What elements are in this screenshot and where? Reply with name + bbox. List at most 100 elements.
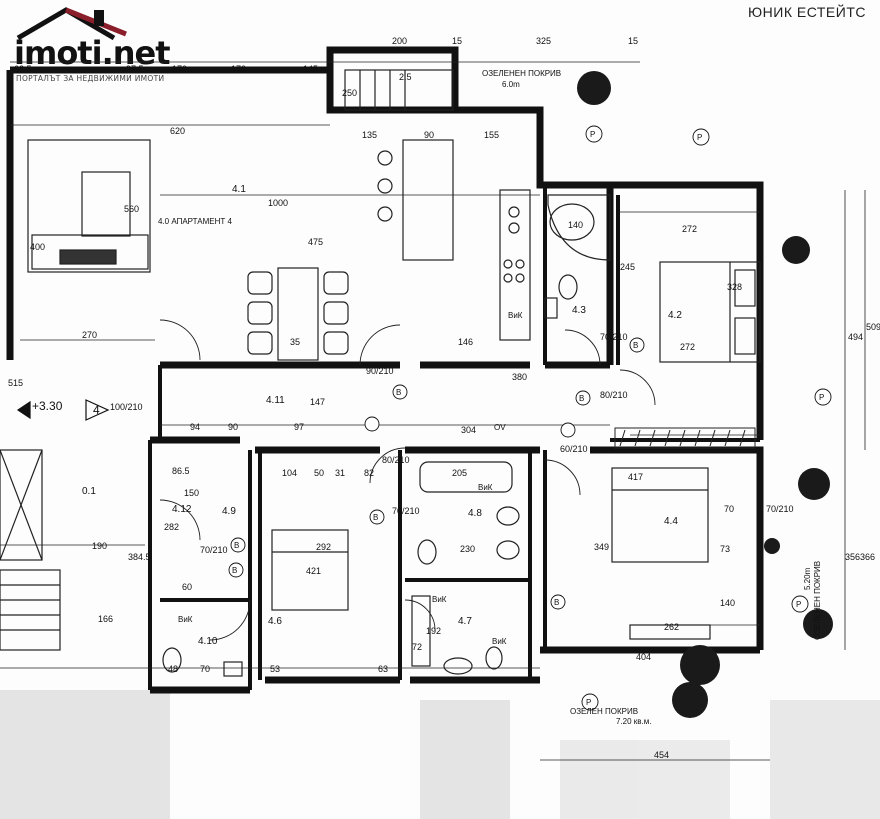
room-4-9: 4.9 xyxy=(222,506,236,517)
dim-147: 147 xyxy=(310,397,325,407)
dim-48: 48 xyxy=(168,664,178,674)
dim-292: 292 xyxy=(316,542,331,552)
stair-core xyxy=(0,69,454,651)
agency-watermark: ЮНИК ЕСТЕЙТС xyxy=(748,4,866,20)
dim-70: 70 xyxy=(724,504,734,514)
green-roof-top: ОЗЕЛЕНЕН ПОКРИВ xyxy=(482,69,561,78)
imoti-logo: imoti.net ПОРТАЛЪТ ЗА НЕДВИЖИМИ ИМОТИ xyxy=(6,4,206,94)
dim-146: 146 xyxy=(458,337,473,347)
dim-282: 282 xyxy=(164,522,179,532)
dim-94: 94 xyxy=(190,422,200,432)
wc-label-3: ВиК xyxy=(432,595,447,604)
dim-top-200: 200 xyxy=(392,36,407,46)
room-4-2: 4.2 xyxy=(668,310,682,321)
dim-245: 245 xyxy=(620,262,635,272)
dim-620: 620 xyxy=(170,126,185,136)
door-size-60-210: 60/210 xyxy=(560,444,588,454)
dim-73: 73 xyxy=(720,544,730,554)
dim-304: 304 xyxy=(461,425,476,435)
room-4-8: 4.8 xyxy=(468,508,482,519)
dim-top-170: 170 xyxy=(172,64,187,74)
elevation-markers xyxy=(581,125,832,711)
dim-328: 328 xyxy=(727,282,742,292)
door-tag-b6: B xyxy=(232,566,237,575)
dim-35: 35 xyxy=(290,337,300,347)
section-marker: 4 xyxy=(93,403,100,417)
room-4-1: 4.1 xyxy=(232,184,246,195)
dim-560: 560 xyxy=(124,204,139,214)
door-size-100-210: 100/210 xyxy=(110,402,143,412)
dim-top-325: 325 xyxy=(536,36,551,46)
dim-417: 417 xyxy=(628,472,643,482)
dim-135: 135 xyxy=(362,130,377,140)
dim-72: 72 xyxy=(412,642,422,652)
logo-text: imoti.net xyxy=(14,34,170,72)
dim-380: 380 xyxy=(512,372,527,382)
trees xyxy=(577,71,833,718)
elev-p1: P xyxy=(697,133,702,142)
dim-230: 230 xyxy=(460,544,475,554)
door-size-70-210: 70/210 xyxy=(600,332,628,342)
dim-140b: 140 xyxy=(720,598,735,608)
dim-349: 349 xyxy=(594,542,609,552)
room-4-12: 4.12 xyxy=(172,504,192,515)
elev-p4: P xyxy=(796,600,801,609)
house-roof-icon xyxy=(16,7,127,41)
bathrooms-lower xyxy=(162,461,520,677)
partitions xyxy=(148,185,760,690)
wc-label-5: ВиК xyxy=(178,615,193,624)
door-tag-b4: B xyxy=(373,513,378,522)
dim-190: 190 xyxy=(92,541,107,551)
door-tags xyxy=(228,337,645,610)
dim-366: 366 xyxy=(860,552,875,562)
dim-60: 60 xyxy=(182,582,192,592)
kitchen-island xyxy=(377,139,531,341)
dim-63: 63 xyxy=(378,664,388,674)
dim-400: 400 xyxy=(30,242,45,252)
dim-104: 104 xyxy=(282,468,297,478)
room-4-6: 4.6 xyxy=(268,616,282,627)
background-shading xyxy=(0,690,880,819)
door-size-80-210: 80/210 xyxy=(600,390,628,400)
room-4-11: 4.11 xyxy=(266,395,285,406)
wardrobe xyxy=(614,427,756,449)
dim-494: 494 xyxy=(848,332,863,342)
dim-155: 155 xyxy=(484,130,499,140)
dim-262: 262 xyxy=(664,622,679,632)
dim-90: 90 xyxy=(424,130,434,140)
dimension-lines xyxy=(0,61,866,761)
door-size-90-210: 90/210 xyxy=(366,366,394,376)
dim-top-145: 145 xyxy=(303,64,318,74)
door-swings xyxy=(159,319,656,641)
door-size-80-210b: 80/210 xyxy=(382,455,410,465)
apartment-label: 4.0 АПАРТАМЕНТ 4 xyxy=(158,217,232,226)
dim-356: 356 xyxy=(845,552,860,562)
dim-top-625: 62.5 xyxy=(14,64,32,74)
dim-97: 97 xyxy=(294,422,304,432)
green-roof-right: ОЗЕЛЕНЕН ПОКРИВ xyxy=(813,561,822,640)
door-size-70-210d: 70/210 xyxy=(766,504,794,514)
green-roof-right-area: 5.20m xyxy=(803,567,812,590)
ov-label: OV xyxy=(494,423,506,432)
dining-set xyxy=(247,267,349,361)
room-4-3: 4.3 xyxy=(572,305,586,316)
elev-p2: P xyxy=(590,130,595,139)
dim-270: 270 xyxy=(82,330,97,340)
dim-205: 205 xyxy=(452,468,467,478)
dim-150: 150 xyxy=(184,488,199,498)
level-label: +3.30 xyxy=(32,399,63,413)
room-4-7: 4.7 xyxy=(458,616,472,627)
door-size-70-210c: 70/210 xyxy=(200,545,228,555)
green-roof-bottom-area: 7.20 кв.м. xyxy=(616,717,652,726)
dim-865: 86.5 xyxy=(172,466,190,476)
dim-404: 404 xyxy=(636,652,651,662)
door-tag-b5: B xyxy=(234,541,239,550)
green-roof-top-area: 6.0m xyxy=(502,80,520,89)
wc-label-4: ВиК xyxy=(492,637,507,646)
dim-top-170b: 170 xyxy=(231,64,246,74)
door-tag-b3: B xyxy=(633,341,638,350)
dim-272: 272 xyxy=(682,224,697,234)
dim-top-975: 97.5 xyxy=(126,64,144,74)
dim-192: 192 xyxy=(426,626,441,636)
